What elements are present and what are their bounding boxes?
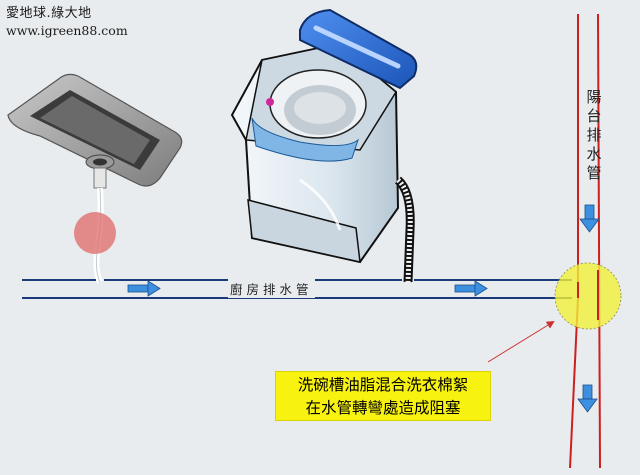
flow-arrow-right-2	[454, 280, 488, 297]
flow-arrow-right-1	[127, 280, 161, 297]
washing-machine-icon	[230, 8, 418, 264]
callout-pointer	[487, 320, 555, 363]
balcony-pipe-char: 排	[586, 126, 602, 144]
callout-line-2: 在水管轉彎處造成阻塞	[305, 399, 461, 417]
balcony-pipe-char: 台	[586, 107, 602, 125]
balcony-pipe-char: 水	[586, 145, 602, 163]
sink-icon	[7, 73, 183, 189]
flow-arrow-down-2	[577, 384, 598, 413]
callout-line-1: 洗碗槽油脂混合洗衣棉絮	[297, 376, 469, 394]
balcony-pipe-char: 管	[586, 164, 602, 182]
blockage-zone	[554, 262, 622, 330]
sink-leak-spot	[74, 212, 116, 254]
brand-header: 愛地球.綠大地 www.igreen88.com	[6, 5, 128, 39]
brand-url[interactable]: www.igreen88.com	[6, 23, 128, 38]
kitchen-pipe-label: 廚房排水管	[228, 279, 315, 298]
brand-title: 愛地球.綠大地	[6, 6, 92, 21]
balcony-pipe-label: 陽 台 排 水 管	[584, 88, 604, 183]
flow-arrow-down-1	[579, 204, 600, 233]
blockage-callout: 洗碗槽油脂混合洗衣棉絮 在水管轉彎處造成阻塞	[275, 371, 491, 421]
balcony-pipe-char: 陽	[586, 88, 602, 106]
